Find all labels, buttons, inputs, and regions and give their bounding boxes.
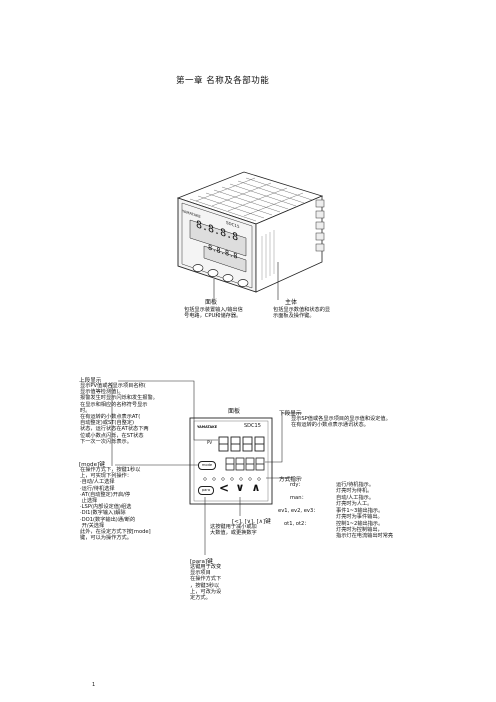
lower-display-text: 显示SP值或各显示项目的显示值和设定值。 在有运转的小数点表示通讯状态。: [291, 416, 391, 429]
left-key-button[interactable]: <: [218, 482, 230, 494]
lower-display-title: 下段显示: [279, 411, 302, 417]
leader-lower-display: [265, 412, 302, 463]
panel-brand: YAMATAKE: [197, 425, 218, 429]
terminal-ribs: [315, 199, 325, 252]
led-ot2: [257, 477, 261, 481]
upper-seven-segment: [218, 436, 265, 452]
para-button[interactable]: para: [198, 486, 214, 495]
mode-button[interactable]: mode: [198, 461, 216, 470]
status-row-code-2: ev1, ev2, ev3：: [278, 508, 319, 514]
callout-front-text: 包括显示装置输入/输出信 号电路，CPU和储存器。: [184, 307, 243, 320]
mode-key-text: 在操作方式下，按键1秒以 上，可实现下列操作： ·自动/人工选择 ·运行/待机选…: [80, 467, 151, 542]
device-button-2: [207, 269, 219, 277]
up-key-button[interactable]: ∧: [250, 482, 262, 494]
device-button-1: [192, 264, 204, 272]
callout-front-title: 面板: [205, 299, 218, 306]
page-number: 1: [92, 682, 96, 688]
status-row-code-1: man：: [290, 495, 307, 501]
side-hatching: [261, 230, 275, 280]
device-side-face: [255, 195, 323, 293]
arrow-keys-title: [<], [∨], [∧]键: [232, 519, 271, 525]
leader-upper-display: [118, 380, 218, 441]
panel-model: SDC15: [244, 423, 261, 429]
led-rdy: [203, 477, 207, 481]
front-bezel: [181, 202, 253, 289]
upper-display-text: 显示PV值或各显示项目名称( 显示值等检测值)。 报警发生时显示闪烁和发生报警。…: [80, 383, 158, 445]
status-indicators-title: 方式指示: [279, 477, 302, 483]
down-key-button[interactable]: ∨: [234, 482, 246, 494]
callout-body-title: 主体: [285, 299, 298, 306]
page-heading: 第一章 名称及各部功能: [176, 76, 270, 86]
vent-grid: [189, 177, 313, 222]
status-row-desc-1: 自动/人工指示。 灯亮时为人工。: [336, 495, 375, 508]
lower-display-window: [203, 245, 247, 273]
status-row-desc-0: 运行/待机指示。 灯亮时为待机。: [336, 482, 375, 495]
led-ev2: [230, 477, 234, 481]
lower-seven-segment: [225, 457, 265, 471]
status-row-desc-3: 控制1~2输出指示。 灯亮时为控制输出， 指示灯在电流输出时常亮: [336, 521, 394, 540]
chevron-left-icon: <: [218, 481, 230, 495]
callout-body-text: 包括显示数值和状态的显 示面板及操作键。: [273, 307, 331, 320]
status-led-row: [203, 477, 261, 481]
panel-inner: [193, 420, 269, 502]
status-row-desc-2: 事件1~3输出指示。 灯亮时为事件输出。: [336, 508, 384, 521]
para-key-text: 这键用于改变 显示项目 在操作方式下 ，按键3秒以 上，可改为设 定方式。: [190, 564, 222, 602]
pv-label: PV: [207, 440, 213, 445]
chevron-down-icon: ∨: [235, 481, 245, 494]
upper-display-title: 上段显示: [79, 378, 102, 384]
status-row-code-0: rdy：: [290, 482, 304, 488]
panel-title: 面板: [228, 408, 241, 415]
para-button-label: para: [201, 488, 211, 492]
led-ev3: [239, 477, 243, 481]
leader-lines: [111, 380, 302, 555]
para-key-title: [para]键: [190, 559, 213, 565]
led-man: [212, 477, 216, 481]
upper-display-window: [189, 219, 247, 257]
led-ev1: [221, 477, 225, 481]
status-row-code-3: ot1, ot2：: [284, 521, 310, 527]
chevron-up-icon: ∧: [251, 481, 261, 494]
device-button-3: [222, 274, 234, 282]
led-ot1: [248, 477, 252, 481]
arrow-keys-text: 这按键用于减小或加 大数值，或更换数字: [210, 524, 257, 537]
mode-button-label: mode: [201, 463, 213, 467]
mode-key-title: [mode]键: [79, 462, 105, 468]
device-button-4: [237, 279, 249, 287]
